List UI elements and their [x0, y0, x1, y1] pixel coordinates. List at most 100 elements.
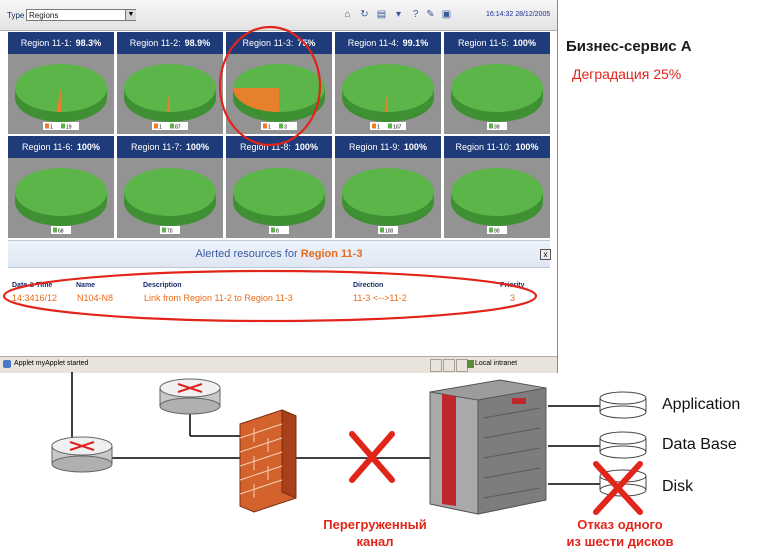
- overloaded-channel-line1: Перегруженный: [323, 517, 427, 532]
- status-segment: [430, 359, 442, 372]
- legend-box: [378, 226, 398, 234]
- router-icon: [51, 436, 113, 473]
- pin-icon[interactable]: ✎: [426, 9, 435, 20]
- applet-icon: [3, 360, 11, 368]
- region-pie-chart: 100: [342, 168, 434, 235]
- legend-swatch: [154, 123, 158, 129]
- pie-slice-degraded: [233, 88, 279, 112]
- region-availability: 100%: [185, 142, 209, 152]
- row-direction[interactable]: 11-3 <-->11-2: [353, 293, 407, 303]
- pie-legend: 90: [487, 226, 507, 235]
- refresh-icon[interactable]: ↻: [360, 9, 369, 20]
- legend-swatch: [489, 123, 493, 129]
- col-direction[interactable]: Direction: [353, 282, 384, 289]
- pie-legend: 100: [378, 226, 398, 235]
- legend-count: 3: [284, 125, 287, 131]
- region-tile[interactable]: Region 11-6:100% 68: [8, 136, 114, 238]
- pie-legend: 70: [160, 226, 180, 235]
- type-select[interactable]: Regions: [26, 9, 136, 21]
- alert-title: Alerted resources for Region 11-3: [8, 248, 550, 260]
- legend-count: 39: [494, 125, 500, 131]
- datetime: 16:14:32 28/12/2005: [486, 11, 551, 18]
- region-header: Region 11-1:98.3%: [8, 32, 114, 54]
- pie-slice-ok: [233, 168, 325, 216]
- resource-application: Application: [662, 396, 741, 413]
- intranet-icon: [467, 360, 474, 368]
- network-diagram: [51, 372, 647, 515]
- help-icon[interactable]: ?: [412, 9, 419, 20]
- monitoring-window: Type Regions ▼ ⌂ ↻ ▤ ▾ ? ✎ ▣ 16:14:32 28…: [0, 0, 558, 373]
- region-pie-chart: 39: [451, 64, 543, 131]
- pie-legend: 39: [487, 122, 507, 131]
- legend-count: 100: [385, 229, 394, 235]
- region-name: Region 11-4:: [347, 38, 399, 48]
- region-header: Region 11-6:100%: [8, 136, 114, 158]
- region-name: Region 11-2:: [129, 38, 181, 48]
- region-name: Region 11-10:: [455, 142, 512, 152]
- resource-disk: Disk: [662, 478, 694, 495]
- legend-swatch: [45, 123, 49, 129]
- region-availability: 100%: [76, 142, 100, 152]
- document-icon[interactable]: ▤: [376, 9, 387, 20]
- region-availability: 100%: [403, 142, 427, 152]
- region-header: Region 11-4:99.1%: [335, 32, 441, 54]
- region-tile[interactable]: Region 11-5:100%39: [444, 32, 550, 134]
- col-name[interactable]: Name: [76, 282, 96, 289]
- region-availability: 98.9%: [184, 38, 211, 48]
- application-disk-icon: [599, 391, 647, 419]
- legend-box: [51, 226, 71, 234]
- legend-swatch: [263, 123, 267, 129]
- overloaded-channel-line2: канал: [356, 534, 394, 549]
- pie-slice-ok: [15, 168, 107, 216]
- status-bar: Applet myApplet started Local intranet: [0, 356, 557, 373]
- legend-count: 8: [276, 229, 279, 235]
- legend-count: 107: [393, 125, 402, 131]
- region-tile[interactable]: Region 11-10:100% 90: [444, 136, 550, 238]
- pie-slice-ok: [451, 64, 543, 112]
- region-header: Region 11-10:100%: [444, 136, 550, 158]
- home-icon[interactable]: ⌂: [344, 9, 351, 20]
- legend-count: 90: [494, 229, 500, 235]
- close-icon[interactable]: x: [540, 249, 551, 260]
- legend-swatch: [162, 227, 166, 233]
- row-datetime[interactable]: 14:3416/12: [12, 293, 58, 303]
- chevron-down-icon[interactable]: ▼: [125, 10, 136, 20]
- region-tile[interactable]: Region 11-9:100%100: [335, 136, 441, 238]
- legend-count: 87: [175, 125, 181, 131]
- region-availability: 100%: [294, 142, 318, 152]
- region-name: Region 11-5:: [458, 38, 509, 48]
- row-name[interactable]: N104-N8: [77, 293, 114, 303]
- resource-database: Data Base: [662, 436, 737, 453]
- pie-slice-degraded: [56, 88, 61, 112]
- export-icon[interactable]: ▣: [441, 9, 452, 20]
- pie-slice-ok: [342, 168, 434, 216]
- region-name: Region 11-6:: [22, 142, 73, 152]
- row-priority[interactable]: 3: [510, 293, 516, 303]
- alert-bar: Alerted resources for Region 11-3 x: [8, 240, 551, 268]
- filter-icon[interactable]: ▾: [395, 9, 402, 20]
- row-description[interactable]: Link from Region 11-2 to Region 11-3: [144, 293, 293, 303]
- legend-swatch: [53, 227, 57, 233]
- region-header: Region 11-2:98.9%: [117, 32, 223, 54]
- col-description[interactable]: Description: [143, 282, 182, 289]
- region-tile[interactable]: Region 11-7:100%70: [117, 136, 223, 238]
- pie-legend: 68: [51, 226, 71, 235]
- server-icon: [429, 379, 547, 515]
- legend-box: [160, 226, 180, 234]
- legend-swatch: [388, 123, 392, 129]
- alert-region: Region 11-3: [300, 248, 363, 260]
- legend-count: 1: [268, 125, 271, 131]
- legend-box: [487, 226, 507, 234]
- database-disk-icon: [599, 431, 647, 459]
- overloaded-channel-label: Перегруженный канал: [300, 516, 450, 550]
- region-availability: 99.1%: [402, 38, 429, 48]
- region-tile[interactable]: Region 11-8:100%8: [226, 136, 332, 238]
